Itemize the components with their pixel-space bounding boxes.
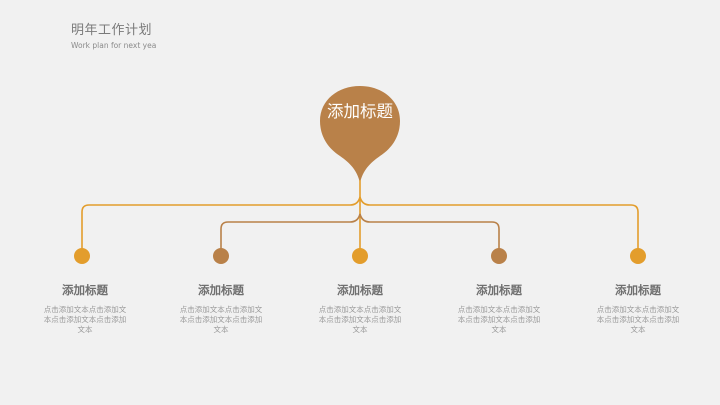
node-dot-4	[491, 248, 507, 264]
node-description[interactable]: 点击添加文本点击添加文本点击添加文本点击添加文本	[596, 305, 680, 334]
node-description[interactable]: 点击添加文本点击添加文本点击添加文本点击添加文本	[318, 305, 402, 334]
node-title[interactable]: 添加标题	[615, 283, 661, 297]
node-4: 添加标题 点击添加文本点击添加文本点击添加文本点击添加文本	[449, 282, 549, 335]
page-subtitle: Work plan for next yea	[71, 41, 157, 50]
node-description[interactable]: 点击添加文本点击添加文本点击添加文本点击添加文本	[457, 305, 541, 334]
node-dot-5	[630, 248, 646, 264]
node-3: 添加标题 点击添加文本点击添加文本点击添加文本点击添加文本	[310, 282, 410, 335]
node-title[interactable]: 添加标题	[476, 283, 522, 297]
node-description[interactable]: 点击添加文本点击添加文本点击添加文本点击添加文本	[43, 305, 127, 334]
node-title[interactable]: 添加标题	[198, 283, 244, 297]
node-description[interactable]: 点击添加文本点击添加文本点击添加文本点击添加文本	[179, 305, 263, 334]
center-pin-shape	[320, 86, 400, 183]
node-dot-2	[213, 248, 229, 264]
page-title: 明年工作计划	[71, 23, 153, 38]
node-title[interactable]: 添加标题	[337, 283, 383, 297]
inner-branch-connector	[220, 213, 500, 250]
outer-branch-connector	[81, 196, 639, 250]
node-1: 添加标题 点击添加文本点击添加文本点击添加文本点击添加文本	[35, 282, 135, 335]
page-header: 明年工作计划 Work plan for next yea	[71, 22, 156, 52]
node-title[interactable]: 添加标题	[62, 283, 108, 297]
node-2: 添加标题 点击添加文本点击添加文本点击添加文本点击添加文本	[171, 282, 271, 335]
node-dot-3	[352, 248, 368, 264]
node-dot-1	[74, 248, 90, 264]
center-title[interactable]: 添加标题	[327, 102, 393, 121]
node-5: 添加标题 点击添加文本点击添加文本点击添加文本点击添加文本	[588, 282, 688, 335]
